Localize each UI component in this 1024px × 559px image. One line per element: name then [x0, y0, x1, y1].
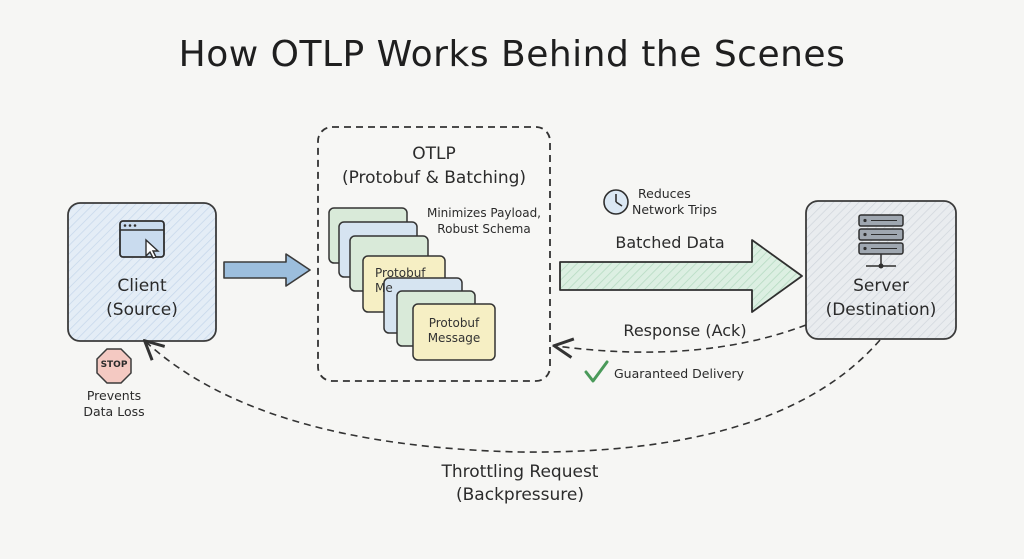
otlp-label-line1: OTLP [412, 144, 456, 164]
protobuf-card-back: Protobuf Me [363, 266, 457, 296]
throttling-label: Throttling Request (Backpressure) [400, 461, 640, 507]
protobuf-card-front-line1: Protobuf [428, 316, 480, 330]
protobuf-card-back-line1: Protobuf [375, 266, 426, 280]
response-ack-arrow [556, 324, 807, 352]
client-node [67, 202, 217, 342]
otlp-payload-note: Minimizes Payload, Robust Schema [418, 205, 550, 237]
otlp-note-line1: Minimizes Payload, [426, 206, 541, 220]
batched-data-label: Batched Data [615, 233, 725, 252]
guaranteed-delivery-note: Guaranteed Delivery [614, 366, 745, 381]
throttling-request-arrow [146, 340, 881, 453]
network-trips-line1: Reduces [638, 186, 691, 201]
otlp-label-line2: (Protobuf & Batching) [341, 168, 527, 188]
throttling-label-line2: (Backpressure) [456, 485, 584, 505]
response-ack-label: Response (Ack) [623, 321, 747, 340]
stop-sign-text: STOP [100, 360, 128, 370]
client-label-line1: Client [117, 276, 167, 296]
protobuf-card-front-line2: Message [427, 331, 481, 345]
otlp-label: OTLP (Protobuf & Batching) [318, 142, 550, 190]
server-label-line2: (Destination) [825, 300, 937, 320]
protobuf-card-stack [328, 207, 496, 361]
network-trips-line2: Network Trips [632, 202, 718, 217]
otlp-note-line2: Robust Schema [437, 222, 531, 236]
network-trips-note: Reduces Network Trips [632, 186, 752, 218]
client-label-line2: (Source) [106, 300, 178, 320]
client-label: Client (Source) [68, 274, 216, 322]
checkmark-icon [584, 360, 609, 383]
browser-window-icon [119, 220, 165, 259]
server-rack-icon [858, 214, 904, 269]
throttling-label-line1: Throttling Request [441, 462, 599, 482]
client-to-otlp-arrow [223, 253, 311, 287]
server-label: Server (Destination) [806, 274, 956, 322]
clock-icon [603, 189, 629, 215]
diagram-title: How OTLP Works Behind the Scenes [178, 34, 846, 75]
batched-data-arrow [559, 239, 803, 313]
stop-sign-icon [96, 348, 132, 384]
server-label-line1: Server [853, 276, 909, 296]
server-node [805, 200, 957, 340]
data-loss-line1: Prevents [86, 388, 142, 403]
data-loss-line2: Data Loss [83, 404, 145, 419]
protobuf-card-back-line2: Me [375, 281, 393, 295]
protobuf-card-front: Protobuf Message [413, 316, 495, 346]
data-loss-note: Prevents Data Loss [64, 388, 164, 420]
